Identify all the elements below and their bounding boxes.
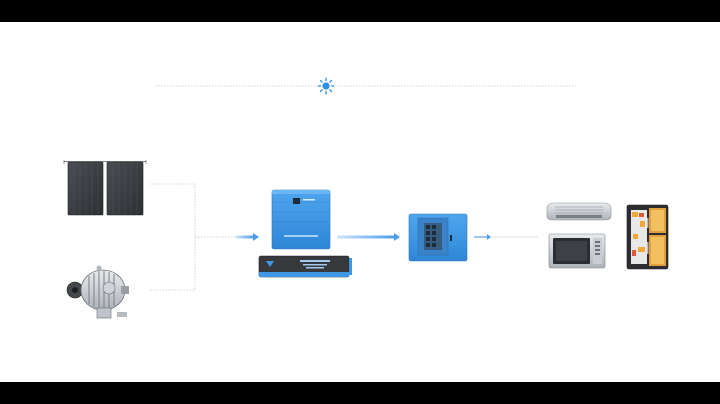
arrow-to-inverter (236, 233, 259, 241)
solar-panel-icon (63, 160, 147, 216)
letterbox-bottom (0, 382, 720, 404)
refrigerator-icon (626, 204, 669, 270)
source-connector (149, 183, 236, 291)
air-conditioner-icon (546, 202, 612, 221)
alternator-icon (66, 265, 129, 319)
inverter-icon (271, 189, 331, 250)
power-flow-diagram (63, 77, 669, 319)
diagram-canvas (0, 22, 720, 382)
distribution-box-icon (408, 213, 468, 262)
arrow-to-distribution (337, 233, 400, 241)
battery-icon (258, 255, 352, 278)
sun-icon (317, 77, 335, 95)
arrow-to-appliances (474, 234, 491, 240)
microwave-icon (548, 233, 606, 269)
letterbox-top (0, 0, 720, 22)
